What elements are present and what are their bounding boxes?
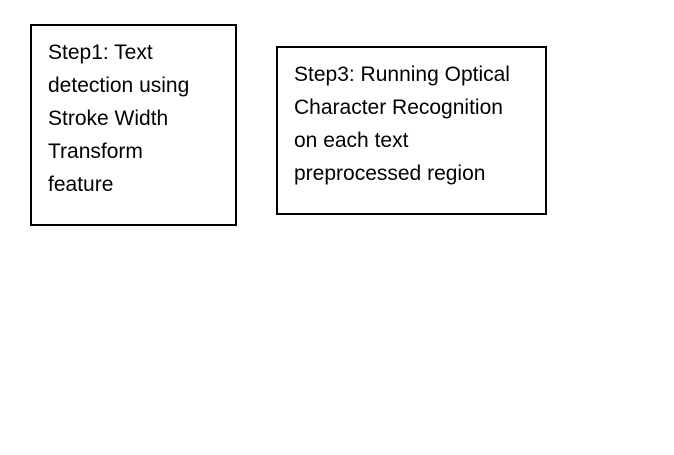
step3-text-line: Character Recognition — [294, 96, 503, 119]
step1-text-line: Transform — [48, 140, 143, 163]
step1-text-line: Stroke Width — [48, 107, 169, 130]
step3-box: Step3: Running Optical Character Recogni… — [276, 46, 547, 215]
step3-text-line: preprocessed region — [294, 162, 486, 185]
step1-text-line: feature — [48, 173, 114, 196]
step1-text-line: detection using — [48, 74, 190, 97]
step1-text-line: Step1: Text — [48, 41, 153, 64]
step3-text-line: on each text — [294, 129, 409, 152]
step3-text-line: Step3: Running Optical — [294, 63, 510, 86]
step1-box: Step1: Text detection using Stroke Width… — [30, 24, 237, 226]
